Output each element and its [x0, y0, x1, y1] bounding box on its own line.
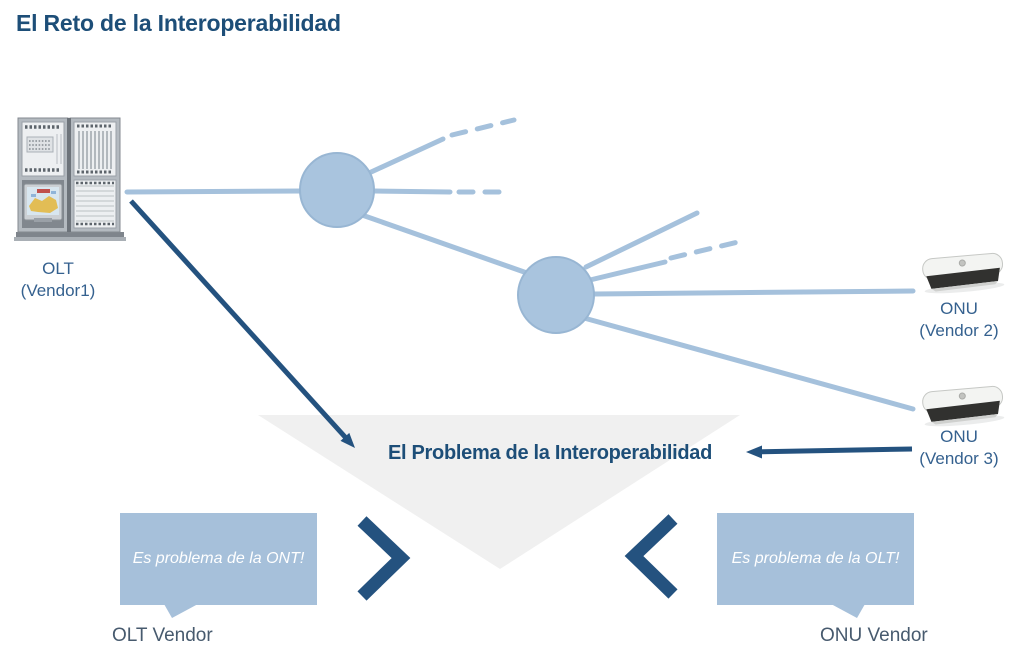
bubble-tail — [831, 604, 865, 618]
onu2-vendor: (Vendor 2) — [919, 321, 999, 340]
splitter-node-1 — [299, 152, 375, 228]
onu-vendor-bubble-text: Es problema de la OLT! — [731, 550, 900, 567]
olt-name: OLT — [42, 259, 74, 278]
olt-vendor-caption: OLT Vendor — [112, 625, 213, 646]
onu-device-icon-vendor2 — [922, 252, 1005, 294]
chevron-left-icon — [624, 514, 678, 599]
onu2-label: ONU (Vendor 2) — [898, 298, 1020, 342]
onu2-name: ONU — [940, 299, 978, 318]
onu3-name: ONU — [940, 427, 978, 446]
onu-device-icon-vendor3 — [922, 385, 1005, 427]
onu-vendor-bubble: Es problema de la OLT! — [717, 513, 914, 618]
chevron-right-icon — [357, 516, 411, 601]
olt-label: OLT (Vendor1) — [0, 258, 116, 302]
olt-blame-arrow-icon — [129, 199, 355, 448]
olt-vendor-bubble: Es problema de la ONT! — [120, 513, 317, 618]
onu3-label: ONU (Vendor 3) — [898, 426, 1020, 470]
splitter-node-2 — [517, 256, 595, 334]
onu-blame-arrow-icon — [746, 445, 913, 459]
problem-label: El Problema de la Interoperabilidad — [387, 442, 713, 464]
olt-vendor-bubble-text: Es problema de la ONT! — [132, 550, 305, 567]
olt-rack-icon — [14, 117, 126, 241]
fiber-lines — [124, 117, 916, 412]
page-title: El Reto de la Interoperabilidad — [16, 10, 341, 36]
problem-funnel-triangle — [258, 415, 740, 569]
olt-vendor: (Vendor1) — [20, 281, 96, 300]
onu-vendor-caption: ONU Vendor — [820, 625, 928, 646]
onu3-vendor: (Vendor 3) — [919, 449, 999, 468]
bubble-tail — [164, 604, 198, 618]
